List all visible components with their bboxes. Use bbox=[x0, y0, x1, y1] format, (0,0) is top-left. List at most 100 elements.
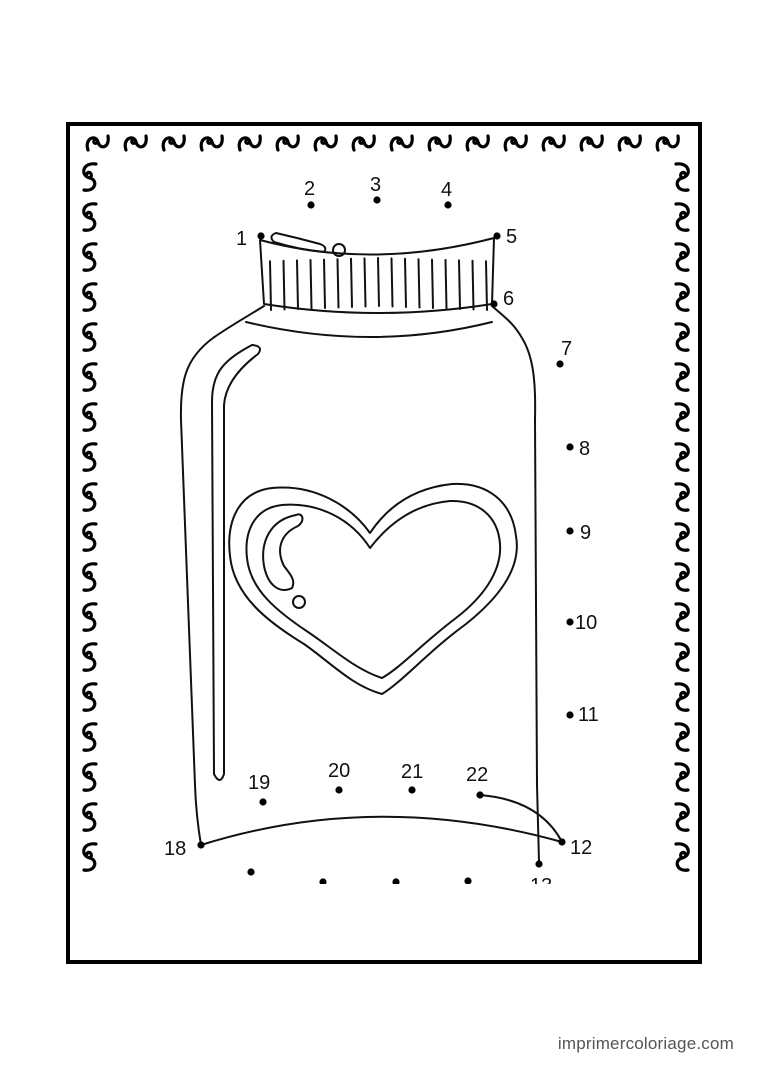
dot-17 bbox=[247, 868, 255, 876]
lid-ridge bbox=[282, 259, 286, 311]
dot-22 bbox=[476, 791, 484, 799]
swirl-right bbox=[674, 802, 690, 832]
swirl-top bbox=[655, 134, 680, 152]
dot-10 bbox=[566, 618, 574, 626]
dot-4 bbox=[444, 201, 452, 209]
swirl-top bbox=[161, 134, 186, 152]
dot-18 bbox=[197, 841, 205, 849]
swirl-top bbox=[503, 134, 528, 152]
dot-label-1: 1 bbox=[236, 228, 247, 250]
swirl-top bbox=[85, 134, 110, 152]
dot-label-2: 2 bbox=[304, 178, 315, 200]
swirl-right bbox=[674, 282, 690, 312]
swirl-top bbox=[427, 134, 452, 152]
lid-ridge bbox=[269, 260, 272, 311]
lid-ridge bbox=[471, 259, 475, 311]
swirl-left bbox=[82, 682, 98, 712]
jar-base-line bbox=[200, 815, 563, 846]
dot-8 bbox=[566, 443, 574, 451]
dot-label-11: 11 bbox=[578, 704, 599, 726]
swirl-top bbox=[123, 134, 148, 152]
swirl-left bbox=[82, 442, 98, 472]
lid-ridge bbox=[323, 258, 326, 309]
swirl-left bbox=[82, 282, 98, 312]
swirl-left bbox=[82, 522, 98, 552]
swirl-left bbox=[82, 762, 98, 792]
lid-ridge bbox=[336, 258, 340, 309]
lid-ridge bbox=[417, 258, 421, 309]
swirl-left bbox=[82, 802, 98, 832]
swirl-left bbox=[82, 642, 98, 672]
dot-unlabeled bbox=[464, 877, 472, 885]
swirl-left bbox=[82, 722, 98, 752]
dot-label-20: 20 bbox=[328, 760, 350, 782]
dot-label-18: 18 bbox=[164, 838, 186, 860]
jar-body-right bbox=[491, 305, 540, 863]
swirl-top bbox=[389, 134, 414, 152]
swirl-top bbox=[199, 134, 224, 152]
lid-ridge bbox=[404, 257, 407, 308]
dot-label-10: 10 bbox=[575, 612, 597, 634]
dot-6 bbox=[490, 300, 498, 308]
dot-11 bbox=[566, 711, 574, 719]
swirl-right bbox=[674, 402, 690, 432]
dot-19 bbox=[259, 798, 267, 806]
swirl-top bbox=[579, 134, 604, 152]
swirl-right bbox=[674, 682, 690, 712]
dot-label-12: 12 bbox=[570, 837, 592, 859]
jar-body bbox=[179, 305, 265, 846]
dot-label-19: 19 bbox=[248, 772, 270, 794]
swirl-border bbox=[82, 134, 690, 872]
swirl-right bbox=[674, 562, 690, 592]
site-watermark: imprimercoloriage.com bbox=[557, 1034, 734, 1053]
heart-dot bbox=[292, 595, 306, 609]
heart-highlight bbox=[262, 513, 304, 591]
dot-unlabeled bbox=[319, 878, 327, 886]
dot-label-6: 6 bbox=[503, 288, 514, 310]
dot-label-7: 7 bbox=[561, 338, 572, 360]
lid-ridge bbox=[377, 257, 380, 307]
dot-label-3: 3 bbox=[370, 174, 381, 196]
swirl-top bbox=[617, 134, 642, 152]
lid-ridge bbox=[485, 260, 488, 311]
dot-20 bbox=[335, 786, 343, 794]
swirl-right bbox=[674, 722, 690, 752]
jar-shoulder bbox=[245, 321, 493, 338]
lid-ridge bbox=[296, 259, 299, 310]
swirl-right bbox=[674, 442, 690, 472]
lid-ridge bbox=[350, 257, 353, 308]
dot-7 bbox=[556, 360, 564, 368]
swirl-top bbox=[351, 134, 376, 152]
swirl-left bbox=[82, 842, 98, 872]
lid-ridge bbox=[309, 259, 313, 310]
swirl-top bbox=[275, 134, 300, 152]
dot-unlabeled bbox=[392, 878, 400, 886]
swirl-right bbox=[674, 522, 690, 552]
dot-9 bbox=[566, 527, 574, 535]
swirl-right bbox=[674, 482, 690, 512]
swirl-right bbox=[674, 842, 690, 872]
dot-label-22: 22 bbox=[466, 764, 488, 786]
lid-highlight bbox=[270, 232, 327, 253]
dot-5 bbox=[493, 232, 501, 240]
dot-13 bbox=[535, 860, 543, 868]
swirl-left bbox=[82, 402, 98, 432]
jar-drawing bbox=[179, 232, 563, 863]
swirl-left bbox=[82, 362, 98, 392]
dot-1 bbox=[257, 232, 265, 240]
dot-2 bbox=[307, 201, 315, 209]
lid-ridge bbox=[390, 257, 394, 308]
lid-ridge bbox=[363, 257, 367, 308]
swirl-right bbox=[674, 162, 690, 192]
lid-ridges bbox=[269, 257, 488, 311]
page-frame bbox=[66, 122, 702, 964]
swirl-top bbox=[237, 134, 262, 152]
swirl-top bbox=[465, 134, 490, 152]
dot-label-21: 21 bbox=[401, 761, 423, 783]
dot-label-8: 8 bbox=[579, 438, 590, 460]
swirl-left bbox=[82, 482, 98, 512]
swirl-top bbox=[541, 134, 566, 152]
swirl-top bbox=[313, 134, 338, 152]
dot-label-4: 4 bbox=[441, 179, 452, 201]
